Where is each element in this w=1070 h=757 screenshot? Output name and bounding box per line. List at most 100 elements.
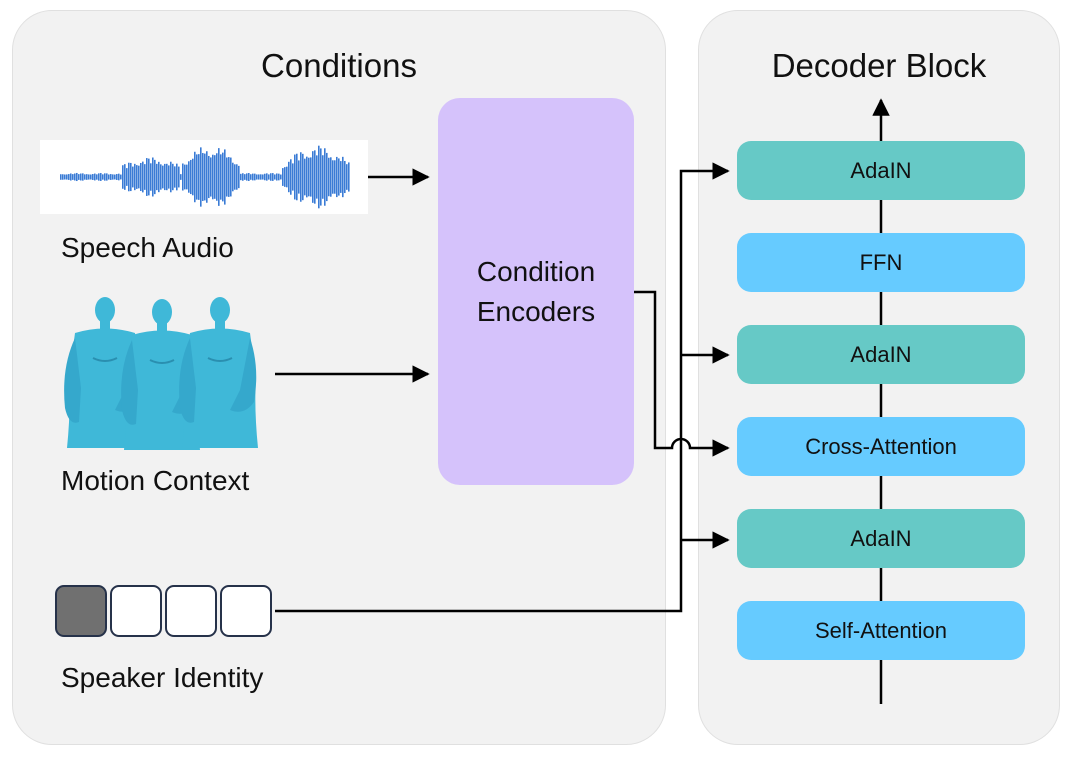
- waveform-bar: [260, 174, 262, 180]
- waveform-bar: [100, 173, 102, 181]
- waveform-bar: [202, 153, 204, 201]
- waveform-bar: [240, 173, 242, 181]
- waveform-bar: [142, 161, 144, 193]
- waveform-bar: [70, 173, 72, 181]
- waveform-bar: [110, 174, 112, 180]
- one-hot-vector-icon: [55, 585, 107, 637]
- ffn-block: FFN: [737, 233, 1025, 292]
- motion-context-label: Motion Context: [61, 465, 250, 496]
- waveform-bar: [92, 174, 94, 180]
- waveform-bar: [262, 174, 264, 180]
- waveform-bar: [90, 174, 92, 180]
- waveform-bar: [238, 165, 240, 189]
- waveform-bar: [180, 174, 182, 180]
- waveform-bar: [136, 165, 138, 189]
- self-attention-block: Self-Attention: [737, 601, 1025, 660]
- waveform-bar: [60, 174, 62, 180]
- waveform-bar: [342, 156, 344, 198]
- waveform-bar: [102, 174, 104, 180]
- cross-attention-block: Cross-Attention: [737, 417, 1025, 476]
- waveform-bar: [306, 156, 308, 198]
- waveform-bar: [172, 163, 174, 191]
- waveform-bar: [146, 158, 148, 196]
- waveform-bar: [128, 162, 130, 192]
- waveform-bar: [334, 160, 336, 194]
- waveform-bar: [316, 155, 318, 199]
- waveform-bar: [148, 158, 150, 196]
- waveform-bar: [126, 168, 128, 186]
- waveform-bar: [66, 174, 68, 180]
- waveform-bar: [74, 173, 76, 181]
- waveform-bar: [206, 151, 208, 203]
- waveform-bar: [348, 162, 350, 192]
- encoder-label-line1: Condition: [476, 255, 596, 287]
- waveform-bar: [332, 160, 334, 194]
- waveform-bar: [286, 166, 288, 188]
- waveform-bar: [192, 158, 194, 196]
- waveform-bar: [186, 164, 188, 190]
- waveform-bar: [264, 173, 266, 181]
- waveform-bar: [222, 152, 224, 202]
- waveform-bar: [184, 164, 186, 190]
- waveform-bar: [88, 174, 90, 180]
- adain-block: AdaIN: [737, 325, 1025, 384]
- identity-cell: [220, 585, 272, 637]
- waveform-bar: [156, 163, 158, 191]
- encoder-label-line2: Encoders: [476, 295, 596, 327]
- identity-cell: [165, 585, 217, 637]
- waveform-icon: [40, 140, 368, 214]
- waveform-bar: [336, 156, 338, 198]
- adain-block: AdaIN: [737, 141, 1025, 200]
- waveform-bar: [318, 145, 320, 209]
- speaker-identity-label: Speaker Identity: [61, 662, 264, 693]
- waveform-bar: [250, 174, 252, 180]
- waveform-bar: [152, 157, 154, 197]
- waveform-bar: [326, 152, 328, 202]
- waveform-bar: [64, 174, 66, 180]
- arrow-icon: [275, 162, 730, 613]
- waveform-bar: [246, 173, 248, 181]
- waveform-bar: [188, 161, 190, 193]
- waveform-bar: [234, 164, 236, 190]
- waveform-bar: [328, 157, 330, 197]
- waveform-bar: [270, 173, 272, 181]
- waveform-bar: [124, 164, 126, 190]
- waveform-bar: [150, 163, 152, 191]
- waveform-bar: [244, 174, 246, 180]
- waveform-bar: [320, 148, 322, 206]
- waveform-bar: [166, 163, 168, 191]
- waveform-bar: [248, 173, 250, 181]
- identity-cell: [110, 585, 162, 637]
- waveform-bar: [86, 174, 88, 180]
- waveform-bar: [282, 168, 284, 186]
- waveform-bar: [272, 173, 274, 181]
- decoder-title: Decoder Block: [771, 47, 987, 84]
- waveform-bar: [182, 163, 184, 191]
- waveform-bar: [130, 162, 132, 192]
- waveform-bar: [200, 147, 202, 207]
- waveform-bar: [174, 166, 176, 188]
- waveform-bar: [216, 153, 218, 201]
- waveform-bar: [212, 154, 214, 200]
- adain-block: AdaIN: [737, 509, 1025, 568]
- waveform-bar: [114, 174, 116, 180]
- waveform-bar: [274, 174, 276, 180]
- waveform-bar: [232, 162, 234, 192]
- waveform-bar: [252, 173, 254, 181]
- waveform-bar: [296, 153, 298, 201]
- waveform-bar: [170, 161, 172, 193]
- waveform-bar: [158, 161, 160, 193]
- waveform-bar: [176, 163, 178, 191]
- waveform-bar: [266, 173, 268, 181]
- waveform-bar: [78, 174, 80, 180]
- waveform-bar: [160, 164, 162, 190]
- waveform-bar: [62, 174, 64, 180]
- waveform-bar: [228, 157, 230, 197]
- waveform-bar: [108, 174, 110, 180]
- speech-audio-label: Speech Audio: [61, 232, 234, 263]
- waveform-bar: [298, 160, 300, 194]
- waveform-bar: [284, 167, 286, 187]
- waveform-bar: [162, 165, 164, 189]
- waveform-bar: [118, 173, 120, 181]
- waveform-bar: [168, 165, 170, 189]
